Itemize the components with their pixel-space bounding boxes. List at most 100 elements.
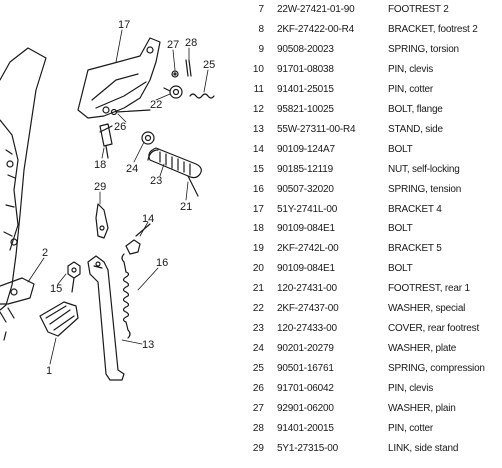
part-description: WASHER, plate <box>388 343 457 355</box>
part-number: 91701-08038 <box>277 63 334 75</box>
washer-24 <box>141 131 155 145</box>
footrest-1 <box>3 301 79 341</box>
part-description: BOLT, flange <box>388 103 443 115</box>
callout-29: 29 <box>94 181 106 193</box>
part-ref-number: 8 <box>258 23 264 35</box>
washer-22 <box>163 85 183 99</box>
parts-list-row: 28 91401-20015 PIN, cotter <box>244 422 500 436</box>
part-number: 2KF-2742L-00 <box>277 243 339 255</box>
bolt-18 <box>99 123 113 159</box>
bracket-2 <box>0 277 35 323</box>
part-number: 51Y-2741L-00 <box>277 203 338 215</box>
callout-28: 28 <box>185 37 197 49</box>
bolt-14 <box>125 223 151 255</box>
part-ref-number: 20 <box>252 263 264 275</box>
part-description: BOLT <box>388 223 413 235</box>
callout-labels: 17 27 28 25 22 26 18 24 23 21 29 14 2 16… <box>42 19 215 377</box>
part-number: 2KF-27422-00-R4 <box>277 23 355 35</box>
part-ref-number: 26 <box>252 383 264 395</box>
part-number: 90201-20279 <box>277 343 334 355</box>
callout-14: 14 <box>142 213 154 225</box>
part-description: PIN, cotter <box>388 83 434 95</box>
part-description: BRACKET 4 <box>388 203 442 215</box>
callout-21: 21 <box>180 201 192 213</box>
part-description: WASHER, special <box>388 303 466 315</box>
part-ref-number: 22 <box>252 303 264 315</box>
callout-27: 27 <box>167 39 179 51</box>
link-29 <box>95 203 109 239</box>
callout-17: 17 <box>118 19 130 31</box>
part-number: 92901-06200 <box>277 403 334 414</box>
callout-26: 26 <box>114 121 126 133</box>
part-ref-number: 13 <box>252 123 264 135</box>
spring-16 <box>121 253 131 339</box>
parts-list-row: 15 90185-12119 NUT, self-locking <box>244 163 500 177</box>
footrest-21 <box>147 147 202 197</box>
part-ref-number: 15 <box>252 163 264 175</box>
part-description: BOLT <box>388 263 413 275</box>
spring-25 <box>189 93 215 99</box>
part-ref-number: 16 <box>252 183 264 195</box>
part-description: FOOTREST, rear 1 <box>388 283 470 295</box>
part-description: SPRING, torsion <box>388 43 459 55</box>
callout-22: 22 <box>150 99 162 111</box>
pin-26 <box>110 108 151 116</box>
part-ref-number: 14 <box>252 143 264 155</box>
bracket-17 <box>77 37 161 133</box>
part-description: PIN, clevis <box>388 383 434 395</box>
hardware-27-28 <box>171 59 192 78</box>
part-description: STAND, side <box>388 123 443 135</box>
part-description: SPRING, tension <box>388 183 462 195</box>
callout-25: 25 <box>203 59 215 71</box>
callout-23: 23 <box>150 175 162 187</box>
part-description: NUT, self-locking <box>388 163 460 175</box>
parts-list-row: 27 92901-06200 WASHER, plain <box>244 402 500 416</box>
part-ref-number: 28 <box>252 422 264 434</box>
part-description: FOOTREST 2 <box>388 4 449 15</box>
callout-15: 15 <box>50 283 62 295</box>
part-number: 5Y1-27315-00 <box>277 442 338 454</box>
part-description: PIN, cotter <box>388 422 434 434</box>
parts-list-row: 16 90507-32020 SPRING, tension <box>244 183 500 197</box>
part-description: BRACKET 5 <box>388 243 442 255</box>
part-number: 91401-20015 <box>277 422 334 434</box>
parts-list-row: 23 120-27433-00 COVER, rear footrest <box>244 322 500 336</box>
part-number: 91401-25015 <box>277 83 334 95</box>
frame-outline <box>0 47 47 311</box>
part-ref-number: 27 <box>252 403 264 414</box>
callout-2: 2 <box>42 247 48 259</box>
part-description: BRACKET, footrest 2 <box>388 23 478 35</box>
part-number: 90109-124A7 <box>277 143 335 155</box>
part-ref-number: 24 <box>252 343 264 355</box>
part-number: 90185-12119 <box>277 163 334 175</box>
part-number: 90507-32020 <box>277 183 334 195</box>
part-number: 2KF-27437-00 <box>277 303 339 315</box>
part-description: COVER, rear footrest <box>388 323 480 335</box>
part-number: 90508-20023 <box>277 43 334 55</box>
part-ref-number: 18 <box>252 223 264 235</box>
parts-list-row: 19 2KF-2742L-00 BRACKET 5 <box>244 242 500 256</box>
callout-24: 24 <box>126 163 138 175</box>
part-ref-number: 19 <box>252 243 264 255</box>
part-number: 120-27433-00 <box>277 323 337 335</box>
part-ref-number: 23 <box>252 323 264 335</box>
part-ref-number: 7 <box>258 4 264 15</box>
part-description: WASHER, plain <box>388 403 456 414</box>
callout-18: 18 <box>94 159 106 171</box>
nut-15 <box>67 261 81 293</box>
leader-lines <box>27 29 209 365</box>
parts-list-row: 22 2KF-27437-00 WASHER, special <box>244 302 500 316</box>
